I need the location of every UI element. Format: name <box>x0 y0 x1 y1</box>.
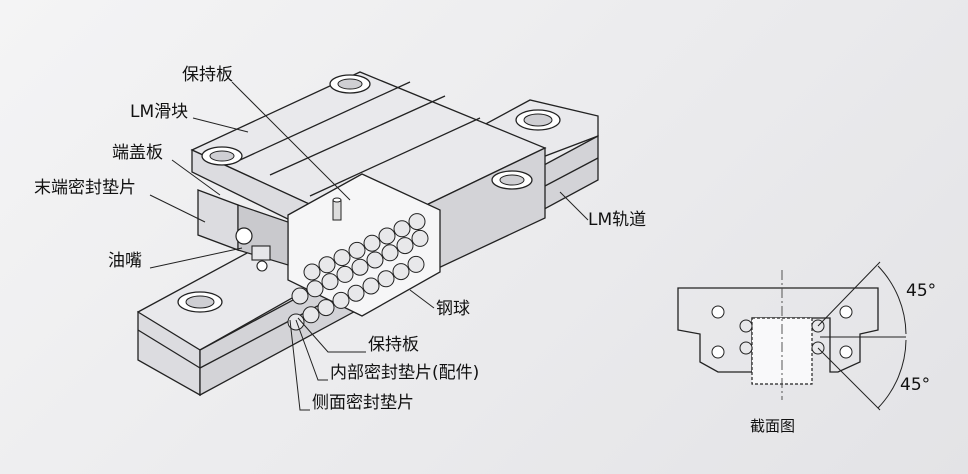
steel-ball <box>303 263 321 281</box>
grease-nipple-head <box>251 245 271 261</box>
steel-ball <box>363 234 381 252</box>
steel-ball <box>302 306 320 324</box>
steel-ball <box>332 291 350 309</box>
grease-nipple-body <box>235 227 253 245</box>
steel-ball <box>407 255 425 273</box>
steel-ball <box>321 273 339 291</box>
steel-ball <box>317 299 335 317</box>
section-caption: 截面图 <box>750 417 795 435</box>
steel-ball <box>347 284 365 302</box>
steel-ball <box>381 244 399 262</box>
right-labels: LM轨道 钢球 保持板 内部密封垫片(配件) 侧面密封垫片 <box>289 191 646 413</box>
steel-ball <box>396 237 414 255</box>
label-grease-nipple: 油嘴 <box>108 251 142 271</box>
left-labels: 保持板 LM滑块 端盖板 末端密封垫片 油嘴 <box>34 65 351 271</box>
label-inner-seal: 内部密封垫片(配件) <box>330 363 479 383</box>
steel-ball <box>411 229 429 247</box>
retainer-pin <box>332 197 342 221</box>
steel-ball <box>377 270 395 288</box>
ball-rows <box>287 213 429 331</box>
angle-bottom-label: 45° <box>900 375 930 395</box>
steel-ball <box>392 263 410 281</box>
label-side-seal: 侧面密封垫片 <box>312 393 414 413</box>
steel-ball <box>318 256 336 274</box>
steel-ball <box>351 258 369 276</box>
label-ball: 钢球 <box>436 299 470 319</box>
steel-ball <box>378 227 396 245</box>
label-retainer-top: 保持板 <box>182 65 233 85</box>
steel-ball <box>336 265 354 283</box>
label-lm-rail: LM轨道 <box>588 210 646 230</box>
steel-ball <box>306 280 324 298</box>
steel-ball <box>348 241 366 259</box>
label-end-plate: 端盖板 <box>112 143 163 163</box>
angle-top-label: 45° <box>906 281 936 301</box>
steel-ball <box>291 287 309 305</box>
steel-ball <box>393 220 411 238</box>
steel-ball <box>333 249 351 267</box>
steel-ball <box>366 251 384 269</box>
label-end-seal: 末端密封垫片 <box>34 178 136 198</box>
steel-ball <box>408 213 426 231</box>
cross-section: 45° 45° 截面图 <box>677 261 936 435</box>
label-retainer-bottom: 保持板 <box>368 335 419 355</box>
end-plate <box>197 189 289 272</box>
steel-ball <box>287 313 305 331</box>
steel-ball <box>362 277 380 295</box>
label-lm-block: LM滑块 <box>130 102 188 122</box>
